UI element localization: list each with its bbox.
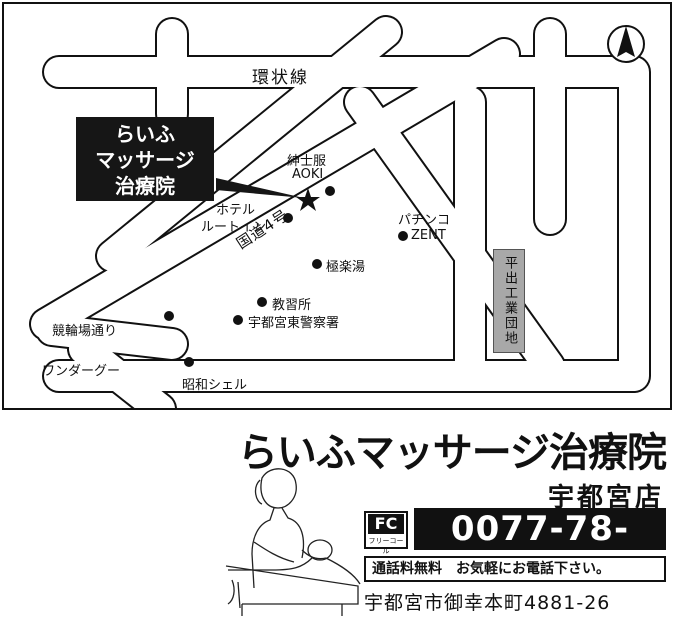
dot-icon bbox=[325, 186, 335, 196]
dot-icon bbox=[184, 357, 194, 367]
freecall-icon: FC bbox=[368, 514, 404, 534]
clinic-callout: らいふ マッサージ 治療院 bbox=[76, 117, 214, 201]
callout-line: らいふ bbox=[115, 122, 175, 146]
wonder-goo-label: ワンダーグー bbox=[42, 364, 121, 379]
shop-name: らいふマッサージ治療院 bbox=[237, 430, 667, 476]
massage-illustration bbox=[225, 468, 361, 616]
dot-icon bbox=[233, 315, 243, 325]
address: 宇都宮市御幸本町4881-26 bbox=[364, 592, 611, 614]
north-arrow-icon bbox=[607, 25, 645, 63]
aoki-label: 紳士服 bbox=[287, 154, 327, 169]
star-icon bbox=[296, 188, 320, 211]
keirin-street-label: 競輪場通り bbox=[52, 324, 118, 339]
ring-road-label: 環状線 bbox=[252, 68, 309, 88]
industrial-park-label: 平出工業団地 bbox=[493, 249, 525, 353]
callout-line: マッサージ bbox=[95, 148, 195, 172]
pachinko-label: パチンコ bbox=[398, 213, 451, 228]
dot-icon bbox=[312, 259, 322, 269]
hotel-label: ホテル bbox=[216, 203, 256, 218]
dot-icon bbox=[257, 297, 267, 307]
police-label: 宇都宮東警察署 bbox=[248, 316, 340, 331]
freecall-label: フリーコール bbox=[368, 537, 404, 555]
callout-pointer bbox=[216, 178, 304, 198]
freecall-logo: FC フリーコール bbox=[364, 511, 408, 555]
aoki-label: AOKI bbox=[292, 167, 324, 182]
area-map: 環状線 国道4号 競輪場通り らいふ マッサージ 治療院 紳士服 AOKI ホテ… bbox=[2, 2, 672, 410]
dot-icon bbox=[164, 311, 174, 321]
pachinko-label: ZENT bbox=[411, 228, 446, 243]
dot-icon bbox=[398, 231, 408, 241]
road-network bbox=[29, 15, 651, 408]
callout-line: 治療院 bbox=[115, 174, 175, 198]
hotel-label: ルートイン bbox=[201, 220, 267, 235]
toll-free-notice: 通話料無料 お気軽にお電話下さい。 bbox=[364, 556, 666, 582]
kyoshujo-label: 教習所 bbox=[272, 298, 312, 313]
dot-icon bbox=[283, 213, 293, 223]
gokurakuyu-label: 極楽湯 bbox=[326, 260, 366, 275]
phone-number[interactable]: 0077-78-0505 bbox=[414, 508, 666, 591]
showa-shell-label: 昭和シェル bbox=[182, 378, 248, 393]
